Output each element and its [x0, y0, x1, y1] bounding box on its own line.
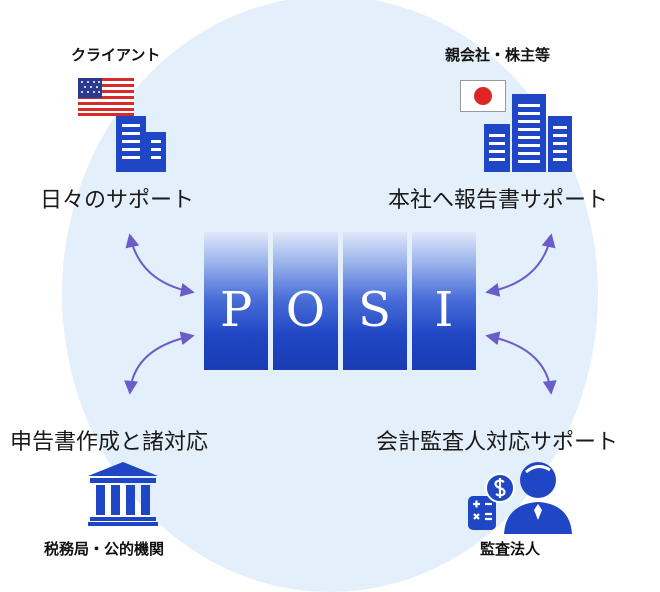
daily-support-label: 日々のサポート	[40, 188, 195, 213]
us-flag-icon	[78, 78, 134, 116]
building-icon	[116, 116, 166, 172]
posi-letter-p: P	[204, 232, 269, 370]
tax-filing-label: 申告書作成と諸対応	[10, 430, 209, 455]
audit-firm-label: 監査法人	[480, 540, 541, 558]
posi-letter-i: I	[411, 232, 476, 370]
arrow-top-left	[125, 233, 195, 297]
arrow-top-right	[485, 233, 556, 297]
arrow-bottom-left	[124, 331, 195, 395]
japan-flag-icon	[460, 80, 506, 112]
headquarters-building-icon	[484, 94, 572, 172]
parent-company-label: 親会社・株主等	[445, 46, 551, 64]
tax-office-label: 税務局・公的機関	[44, 540, 165, 558]
client-label: クライアント	[71, 46, 161, 64]
hq-report-support-label: 本社へ報告書サポート	[388, 188, 609, 213]
posi-letter-o: O	[273, 232, 338, 370]
arrow-bottom-right	[485, 331, 557, 395]
posi-logo: P O S I	[204, 232, 476, 370]
auditor-icon	[468, 462, 572, 534]
government-building-icon	[88, 462, 158, 526]
posi-letter-s: S	[342, 232, 407, 370]
auditor-support-label: 会計監査人対応サポート	[376, 430, 619, 455]
